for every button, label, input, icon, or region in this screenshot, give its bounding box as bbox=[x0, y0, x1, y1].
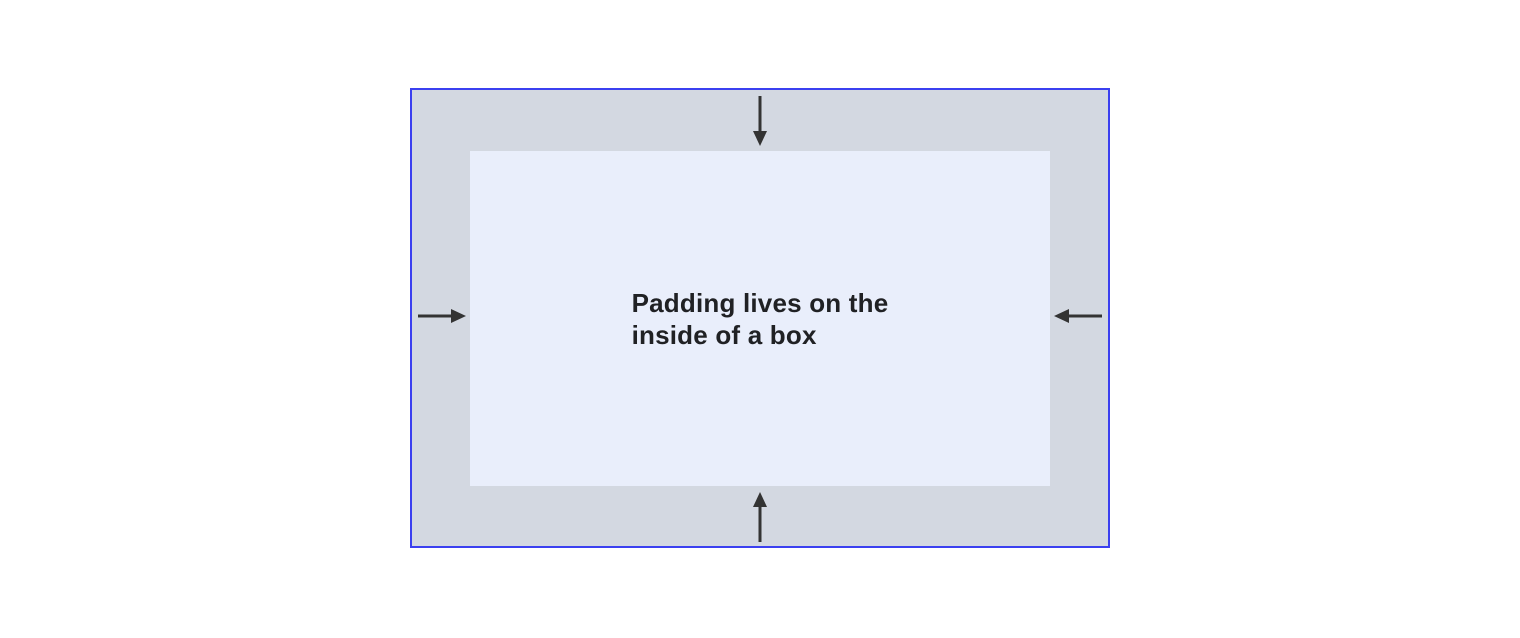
arrow-up-icon bbox=[752, 492, 768, 542]
arrow-left-icon bbox=[1054, 308, 1102, 324]
caption-line-2: inside of a box bbox=[631, 319, 817, 350]
arrow-down-icon bbox=[752, 96, 768, 146]
arrow-right-icon bbox=[418, 308, 466, 324]
padding-area-box: Padding lives on the inside of a box bbox=[410, 88, 1110, 548]
diagram-caption: Padding lives on the inside of a box bbox=[632, 287, 889, 351]
content-box: Padding lives on the inside of a box bbox=[470, 151, 1050, 486]
caption-line-1: Padding lives on the bbox=[631, 287, 889, 318]
